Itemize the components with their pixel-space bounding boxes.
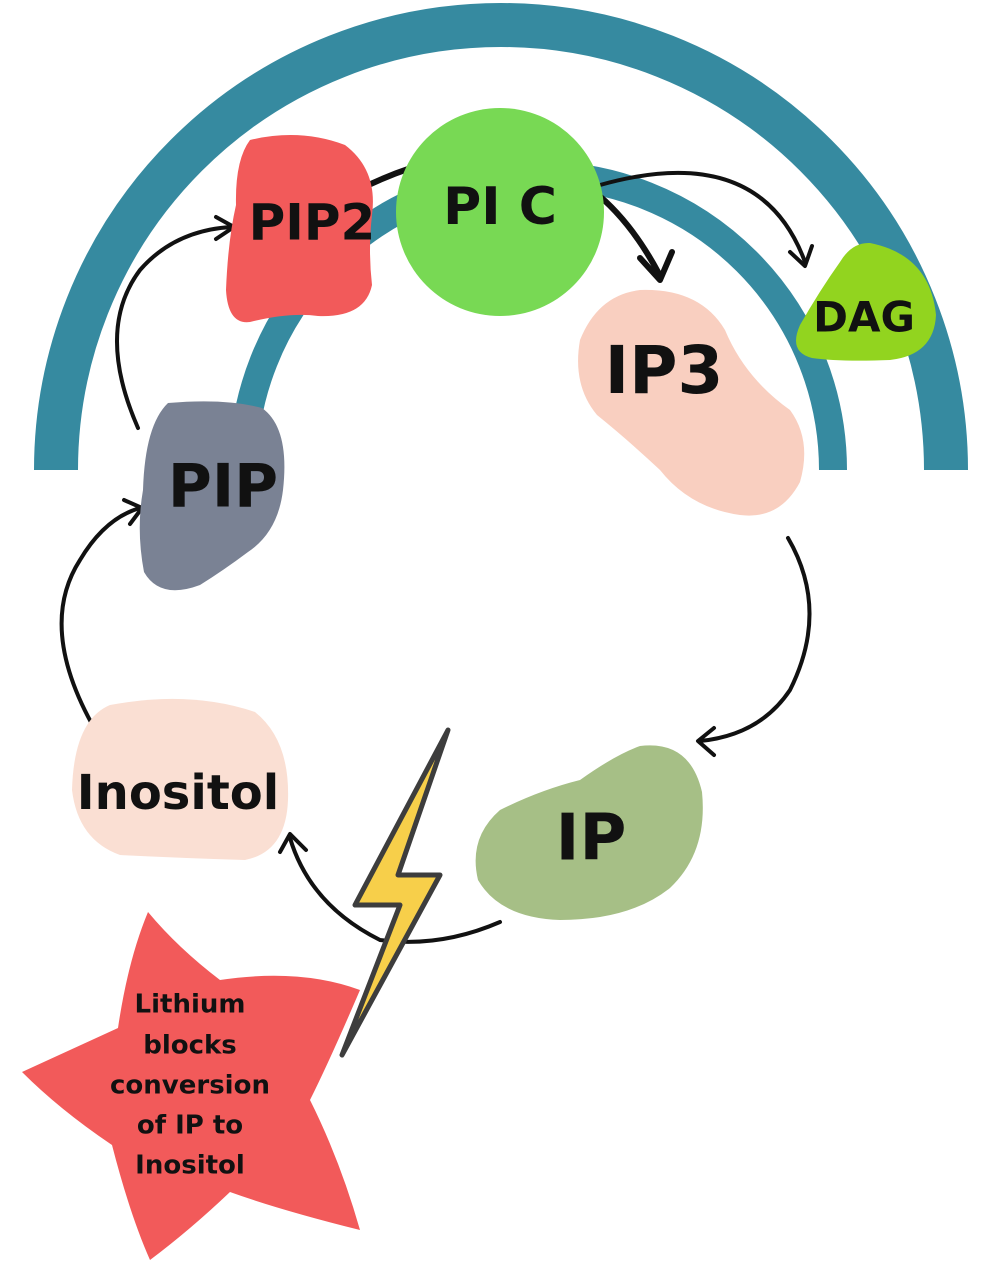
lithium-note-line-5: Inositol <box>135 1151 245 1181</box>
lightning-bolt-icon <box>339 727 451 1058</box>
lithium-note-line-3: conversion <box>110 1071 270 1101</box>
ip3-label: IP3 <box>605 332 724 409</box>
pip2-label: PIP2 <box>249 194 376 252</box>
lithium-note-line-1: Lithium <box>135 990 246 1020</box>
pip-blob <box>139 401 285 591</box>
arrow-ip3-to-ip-head <box>696 726 716 757</box>
pip2-blob <box>226 135 373 323</box>
arrow-plc-to-dag <box>598 170 807 264</box>
arrow-ip3-to-ip <box>698 536 812 743</box>
arrow-ip-to-inositol <box>288 836 502 944</box>
plc-circle <box>396 108 604 316</box>
ip-label: IP <box>556 802 627 876</box>
dag-blob <box>796 242 936 361</box>
lithium-note-line-2: blocks <box>143 1031 237 1061</box>
arrow-ip-to-inositol-head <box>278 832 308 854</box>
ip3-blob <box>578 289 805 516</box>
lithium-note-line-4: of IP to <box>137 1111 243 1141</box>
dag-label: DAG <box>813 293 915 342</box>
plc-label: PI C <box>443 177 557 237</box>
arrow-inositol-to-pip <box>59 506 142 740</box>
inositol-blob <box>72 698 289 860</box>
arrow-plc-to-dag-head <box>788 244 814 268</box>
inositol-label: Inositol <box>77 765 279 821</box>
arrow-pip2-to-ip3-head <box>637 249 675 283</box>
pip-label: PIP <box>168 452 278 522</box>
ip-blob <box>475 745 703 920</box>
arrow-pip-to-pip2 <box>115 225 234 430</box>
lithium-star <box>22 912 360 1260</box>
